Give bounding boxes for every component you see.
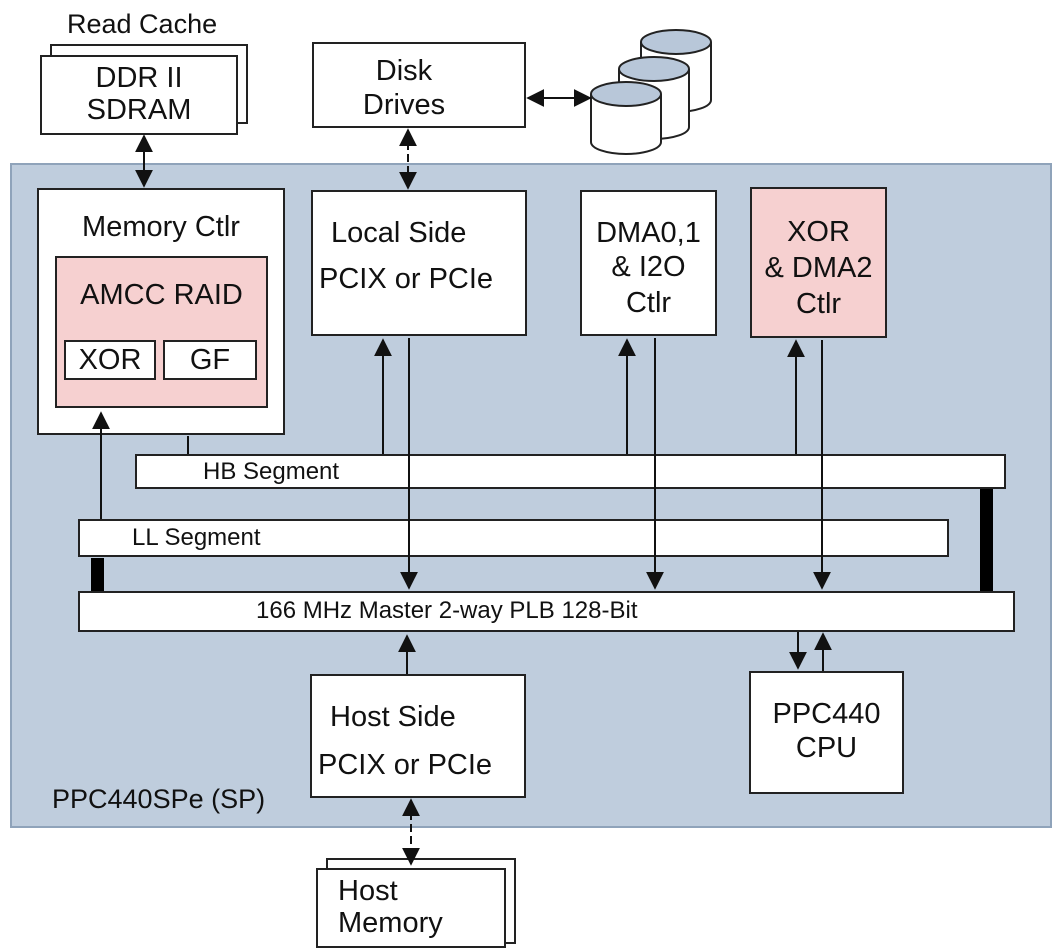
host-memory-box: Host Memory bbox=[316, 868, 506, 948]
hb-segment-label: HB Segment bbox=[203, 458, 340, 485]
ll-segment-label: LL Segment bbox=[132, 524, 261, 551]
drives-label: Drives bbox=[362, 89, 446, 121]
hb-plb-bridge bbox=[980, 489, 993, 591]
host-side-bus-label: PCIX or PCIe bbox=[318, 749, 493, 781]
chip-label: PPC440SPe (SP) bbox=[52, 784, 266, 814]
plb-bus-bar: 166 MHz Master 2-way PLB 128-Bit bbox=[78, 591, 1015, 632]
xor-dma2-ctlr-label: Ctlr bbox=[795, 288, 842, 320]
xor-dma2-controller-box: XOR & DMA2 Ctlr bbox=[750, 187, 887, 338]
xor-dma2-xor-label: XOR bbox=[787, 216, 850, 248]
ppc440-label: PPC440 bbox=[772, 698, 881, 730]
ll-plb-bridge bbox=[91, 558, 104, 591]
amcc-raid-title: AMCC RAID bbox=[80, 279, 243, 311]
plb-bus-label: 166 MHz Master 2-way PLB 128-Bit bbox=[256, 597, 638, 624]
ddr2-label: DDR II bbox=[95, 62, 183, 94]
dma01-label: DMA0,1 bbox=[596, 217, 701, 249]
ddr2-sdram-box: DDR II SDRAM bbox=[40, 55, 238, 135]
ppc440-cpu-box: PPC440 CPU bbox=[749, 671, 904, 794]
read-cache-caption: Read Cache bbox=[67, 9, 218, 39]
xor-engine-box: XOR bbox=[64, 340, 156, 380]
local-side-pci-box: Local Side PCIX or PCIe bbox=[311, 190, 527, 336]
local-side-label: Local Side bbox=[331, 217, 467, 249]
host-memory-line1: Host bbox=[338, 875, 398, 907]
disk-label: Disk bbox=[375, 55, 433, 87]
i2o-label: & I2O bbox=[611, 251, 686, 283]
disk-cylinders-icon bbox=[590, 29, 712, 155]
local-side-bus-label: PCIX or PCIe bbox=[319, 263, 494, 295]
host-memory-line2: Memory bbox=[338, 907, 443, 939]
dma01-ctlr-label: Ctlr bbox=[625, 287, 672, 319]
dma01-i2o-controller-box: DMA0,1 & I2O Ctlr bbox=[580, 190, 717, 336]
xor-engine-label: XOR bbox=[78, 344, 142, 376]
cpu-label: CPU bbox=[795, 732, 858, 764]
amcc-raid-box: AMCC RAID bbox=[55, 256, 268, 408]
ll-segment-bar: LL Segment bbox=[78, 519, 949, 557]
memory-ctlr-title: Memory Ctlr bbox=[82, 211, 240, 243]
host-side-label: Host Side bbox=[330, 701, 456, 733]
host-side-pci-box: Host Side PCIX or PCIe bbox=[310, 674, 526, 798]
disk-drives-box: Disk Drives bbox=[312, 42, 526, 128]
gf-engine-box: GF bbox=[163, 340, 257, 380]
sdram-label: SDRAM bbox=[86, 94, 192, 126]
gf-engine-label: GF bbox=[189, 344, 231, 376]
hb-segment-bar: HB Segment bbox=[135, 454, 1006, 489]
xor-dma2-dma2-label: & DMA2 bbox=[764, 252, 873, 284]
